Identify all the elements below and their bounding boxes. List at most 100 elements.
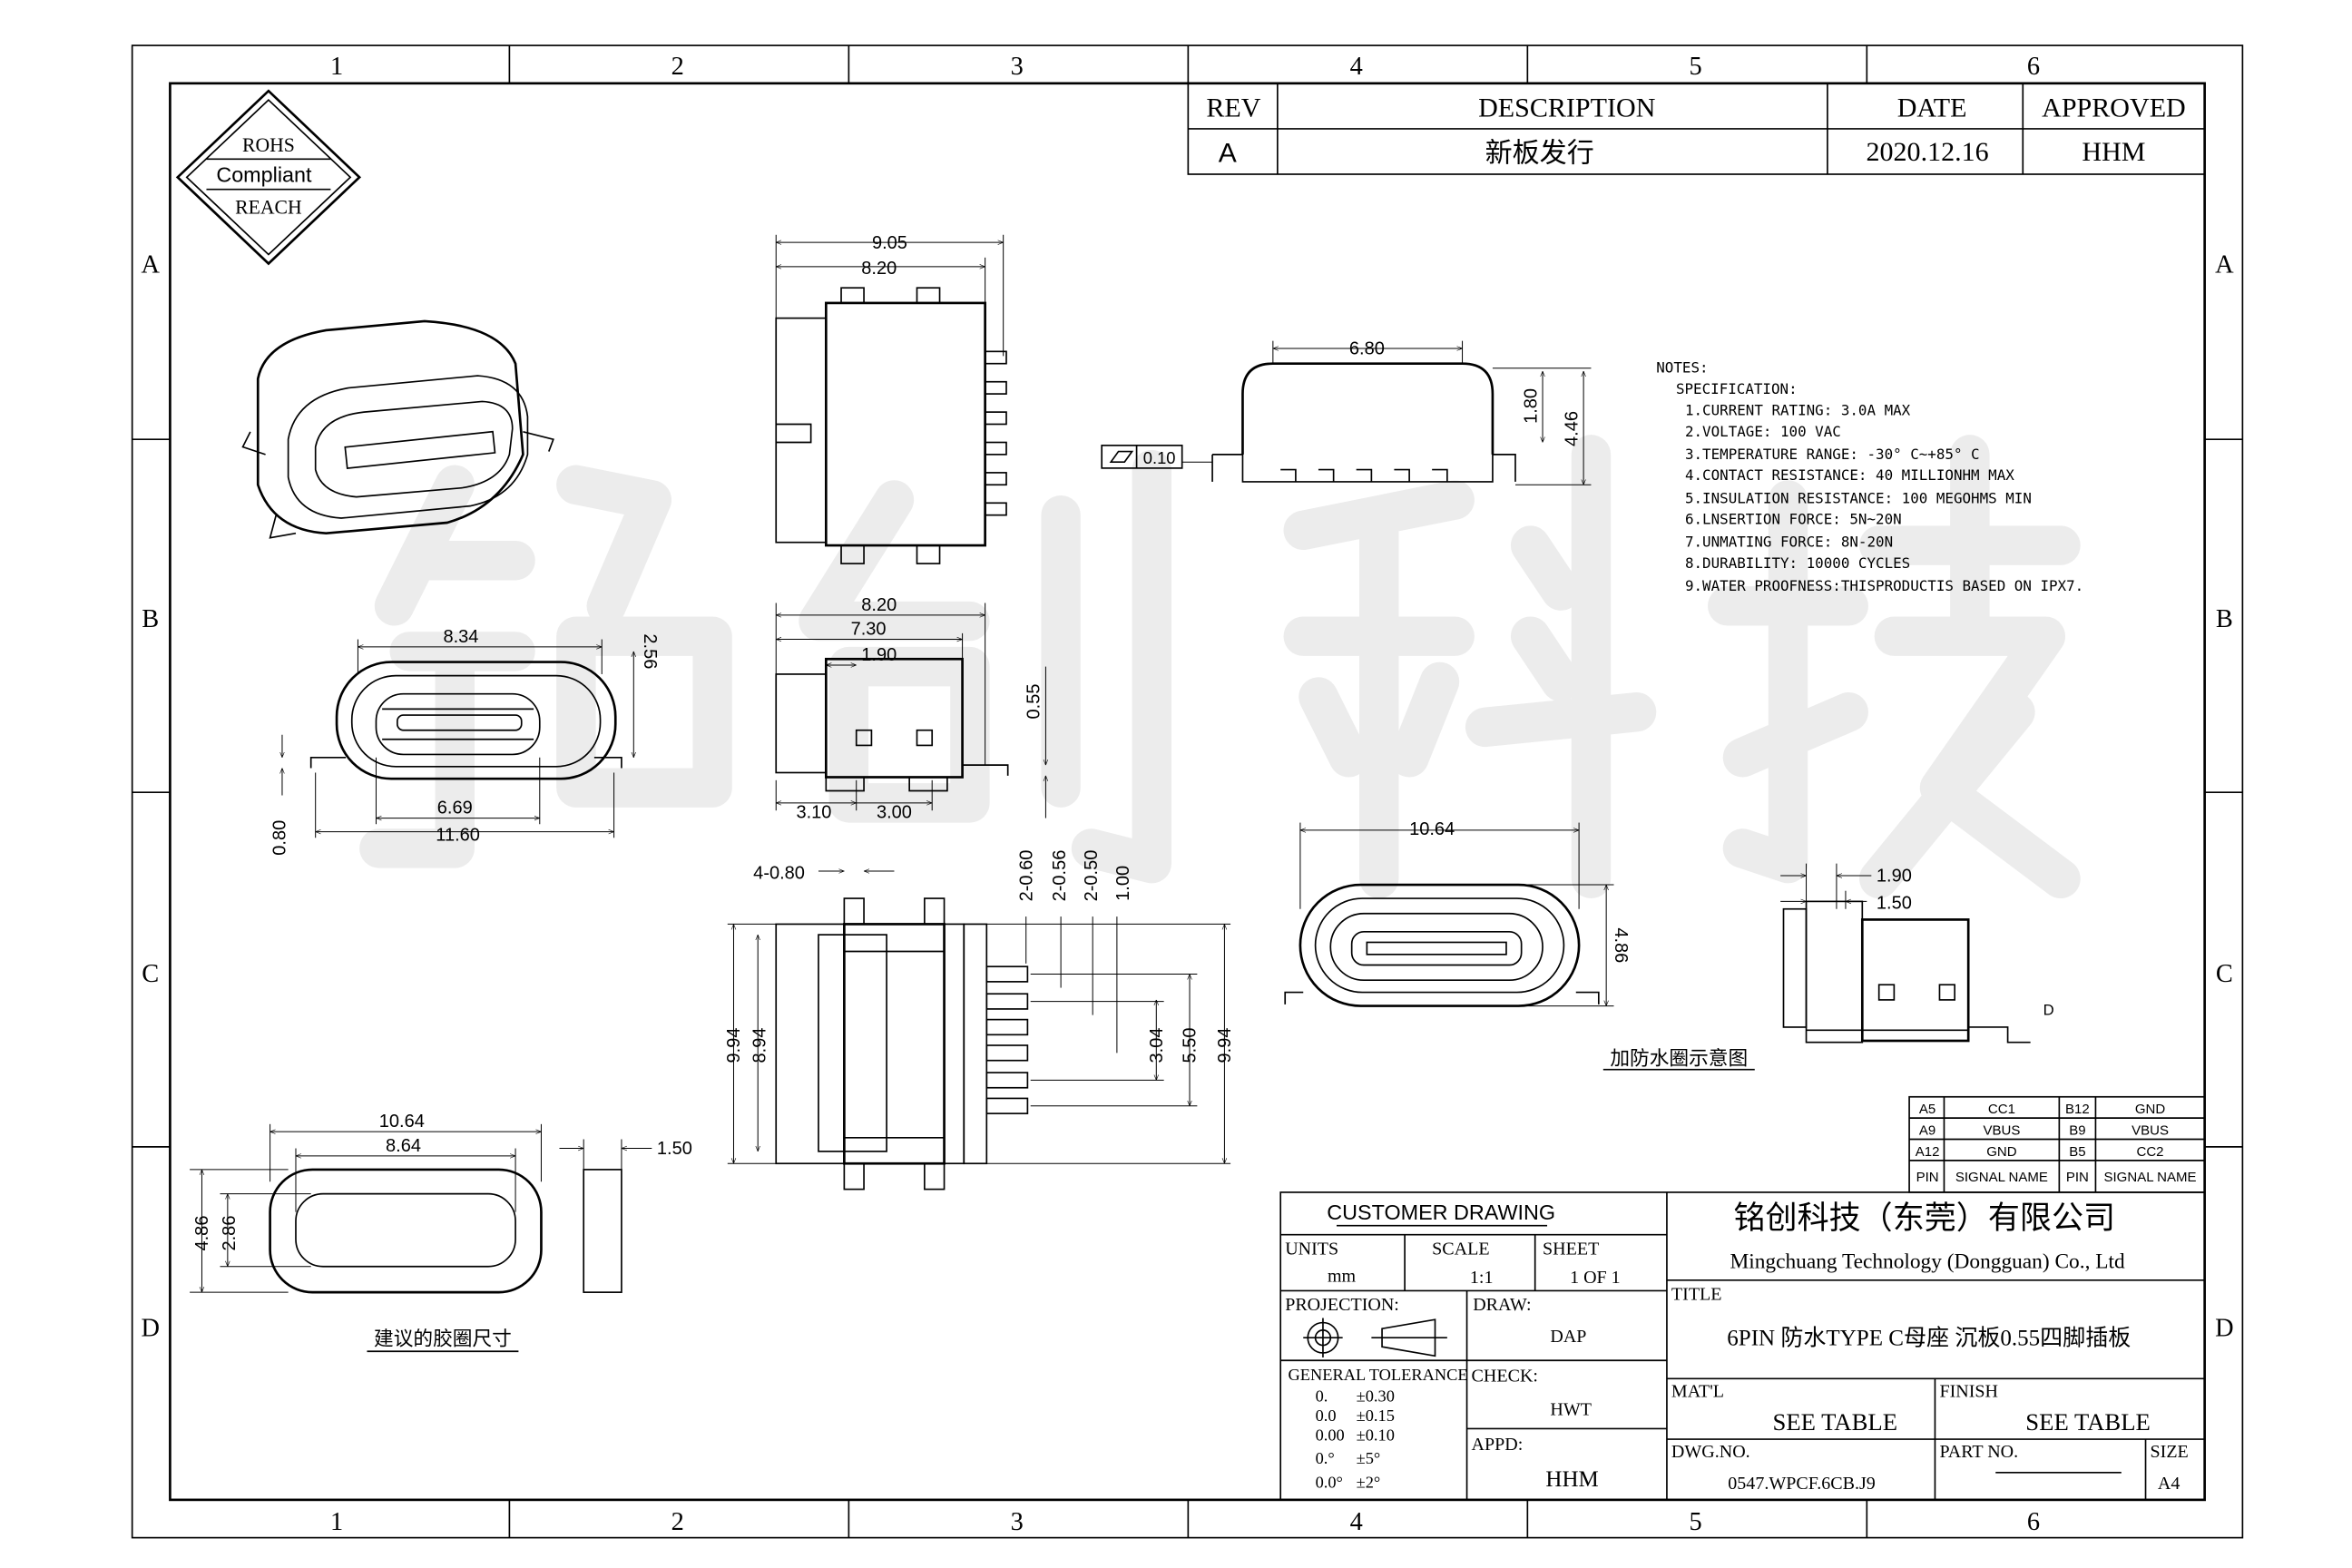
date-header: DATE: [1897, 93, 1967, 123]
tolerance-key: 0.00: [1316, 1426, 1345, 1445]
zone-row-b: B: [2216, 605, 2233, 633]
signal-cell: GND: [2135, 1102, 2166, 1117]
size-label: SIZE: [2151, 1442, 2189, 1462]
check-value: HWT: [1550, 1399, 1592, 1419]
dim-top-overall: 9.05: [872, 233, 907, 253]
note-item: 3.TEMPERATURE RANGE: -30° C~+85° C: [1685, 446, 1980, 463]
svg-text:REACH: REACH: [235, 196, 302, 218]
svg-text:ROHS: ROHS: [242, 134, 295, 156]
gasket-caption: 建议的胶圈尺寸: [374, 1328, 512, 1350]
tolerance-value: ±0.30: [1357, 1387, 1395, 1405]
rev-header: REV: [1206, 93, 1260, 123]
zone-col-5: 5: [1690, 1508, 1702, 1536]
units-value: mm: [1328, 1266, 1357, 1286]
dim-front-height: 2.56: [640, 633, 660, 669]
part-no-label: PART NO.: [1939, 1442, 2018, 1462]
zone-row-c: C: [142, 960, 159, 988]
dim-end-overall: 4.46: [1562, 411, 1582, 446]
bottom-view: 4-0.80 2-0.60 2-0.56 2-0.50 1.00 9.94 8.…: [724, 850, 1235, 1191]
approved-value: HHM: [2082, 136, 2145, 167]
note-item: 5.INSULATION RESISTANCE: 100 MEGOHMS MIN: [1685, 489, 2032, 506]
company-name-en: Mingchuang Technology (Dongguan) Co., Lt…: [1730, 1250, 2125, 1273]
dim-top-body: 8.20: [861, 259, 897, 279]
waterproof-caption: 加防水圈示意图: [1610, 1047, 1748, 1070]
check-label: CHECK:: [1472, 1367, 1538, 1387]
dim-end-height: 1.80: [1521, 388, 1541, 424]
projection-label: PROJECTION:: [1285, 1295, 1399, 1315]
zone-col-3: 3: [1011, 1508, 1024, 1536]
dwg-no-label: DWG.NO.: [1671, 1442, 1750, 1462]
flatness-callout: 0.10: [1101, 445, 1183, 469]
note-item: 2.VOLTAGE: 100 VAC: [1685, 423, 1841, 440]
dim-pin-b: 2-0.56: [1050, 850, 1070, 902]
customer-drawing-label: CUSTOMER DRAWING: [1327, 1200, 1555, 1224]
rohs-reach-logo: ROHS Compliant REACH: [175, 89, 362, 266]
signal-header: SIGNAL NAME: [1955, 1170, 2048, 1185]
description-value: 新板发行: [1485, 138, 1594, 169]
signal-cell: VBUS: [2132, 1123, 2169, 1139]
dim-bottom-overall-right: 9.94: [1215, 1028, 1235, 1063]
dim-foot-2: 3.00: [877, 803, 912, 823]
appd-label: APPD:: [1472, 1435, 1524, 1455]
dim-sink-depth: 0.55: [1024, 684, 1044, 720]
zone-col-1: 1: [330, 53, 343, 81]
draw-label: DRAW:: [1473, 1295, 1531, 1315]
dim-pin-span-outer: 5.50: [1181, 1028, 1200, 1063]
material-value: SEE TABLE: [1772, 1408, 1897, 1436]
dim-ring-height: 4.86: [1611, 927, 1631, 963]
zone-col-4: 4: [1350, 1508, 1363, 1536]
svg-text:Compliant: Compliant: [216, 162, 312, 186]
sheet-value: 1 OF 1: [1570, 1268, 1621, 1288]
dim-right-offset: 1.90: [1877, 867, 1912, 887]
tolerance-value: ±0.10: [1357, 1426, 1395, 1445]
dim-side-offset: 1.90: [861, 645, 897, 665]
appd-value: HHM: [1545, 1467, 1598, 1492]
dim-bottom-overall-left: 9.94: [724, 1028, 744, 1063]
note-item: 7.UNMATING FORCE: 8N-20N: [1685, 534, 1893, 551]
dim-gasket-outer-width: 10.64: [379, 1112, 425, 1132]
dim-tab-width: 4-0.80: [753, 863, 805, 883]
isometric-view: [241, 319, 554, 539]
zone-col-5: 5: [1690, 53, 1702, 81]
pin-cell: B9: [2069, 1123, 2085, 1139]
watermark: [359, 435, 2081, 899]
dim-right-ring: 1.50: [1877, 894, 1912, 914]
zone-col-1: 1: [330, 1508, 343, 1536]
dim-port-width: 6.69: [437, 799, 473, 818]
scale-value: 1:1: [1470, 1268, 1494, 1288]
pin-cell: B12: [2065, 1102, 2090, 1117]
dim-end-width: 6.80: [1349, 339, 1385, 359]
tolerance-key: 0.: [1316, 1387, 1328, 1405]
pin-cell: A9: [1919, 1123, 1936, 1139]
note-item: 6.LNSERTION FORCE: 5N~20N: [1685, 511, 1902, 528]
tolerance-key: 0.0: [1316, 1406, 1337, 1425]
projection-symbol: [1303, 1318, 1447, 1357]
dim-gasket-outer-height: 4.86: [192, 1216, 212, 1251]
signal-cell: GND: [1986, 1144, 2017, 1160]
detail-label-d: D: [2043, 1002, 2054, 1019]
pin-cell: A12: [1916, 1144, 1940, 1160]
pin-table: A5 CC1 B12 GND A9 VBUS B9 VBUS A12 GND B…: [1908, 1095, 2206, 1193]
specification-notes: NOTES: SPECIFICATION: 1.CURRENT RATING: …: [1656, 359, 2083, 594]
tolerance-key: 0.0°: [1316, 1474, 1343, 1492]
pin-header: PIN: [2066, 1170, 2089, 1185]
front-view: 8.34 2.56 6.69 11.60 0.80: [270, 627, 660, 856]
zone-row-b: B: [142, 605, 159, 633]
zone-col-2: 2: [671, 53, 684, 81]
zone-col-6: 6: [2027, 1508, 2040, 1536]
signal-cell: CC2: [2137, 1144, 2164, 1160]
rev-value: A: [1219, 139, 1237, 169]
gasket-view: 10.64 8.64 4.86 2.86 1.50 建议的胶圈尺寸: [190, 1112, 692, 1353]
finish-label: FINISH: [1939, 1381, 1998, 1401]
dim-pin-c: 2-0.50: [1082, 850, 1102, 902]
zone-row-a: A: [2215, 251, 2234, 279]
tolerance-value: ±2°: [1357, 1474, 1381, 1492]
zone-row-c: C: [2216, 960, 2233, 988]
top-view: 9.05 8.20: [775, 233, 1007, 564]
end-view: 0.10 6.80 1.80 4.46: [1101, 339, 1592, 485]
zone-col-4: 4: [1350, 53, 1363, 81]
notes-title: NOTES:: [1656, 359, 1708, 377]
description-header: DESCRIPTION: [1478, 93, 1656, 123]
pin-header: PIN: [1916, 1170, 1939, 1185]
